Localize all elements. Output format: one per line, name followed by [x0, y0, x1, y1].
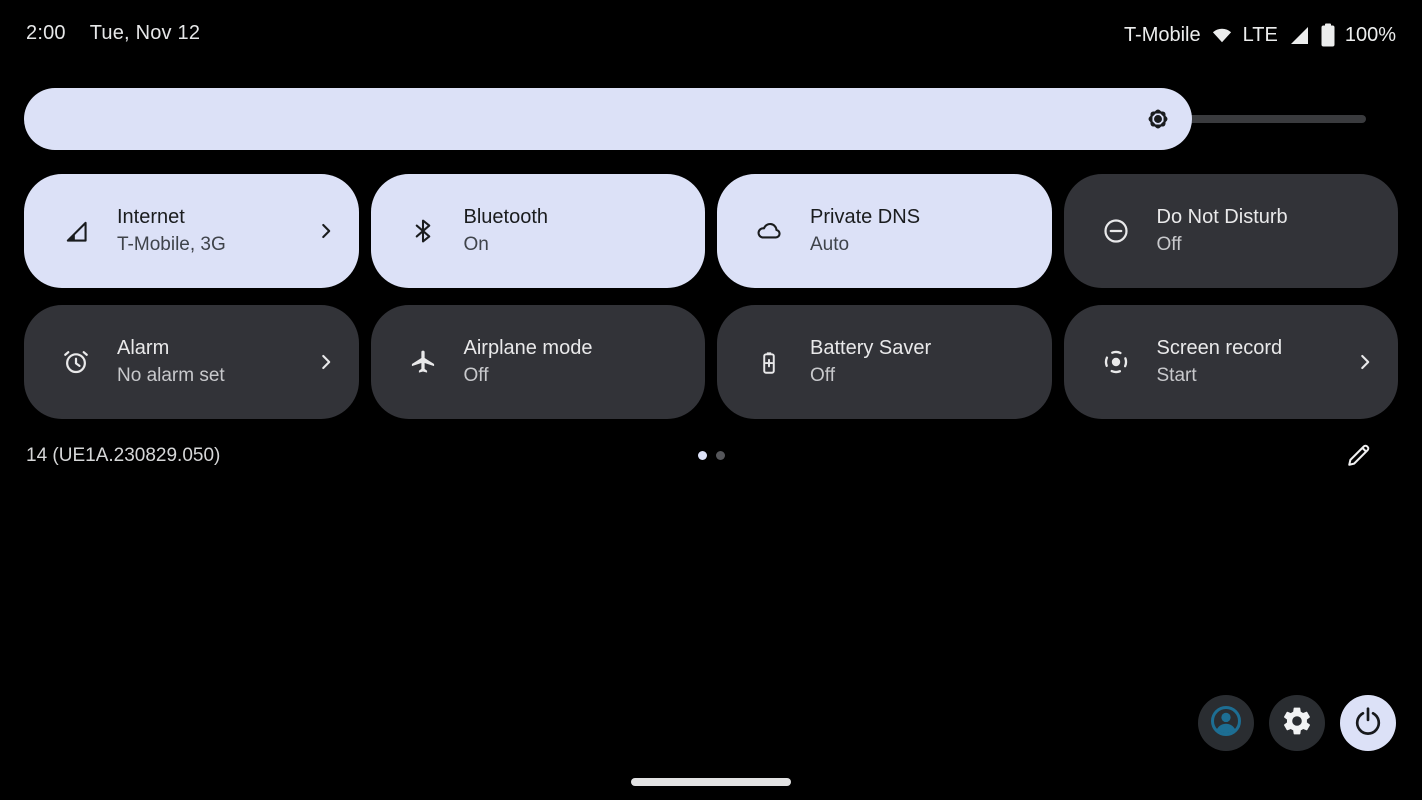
tile-battery-saver[interactable]: Battery Saver Off: [717, 305, 1052, 419]
footer-action-buttons: [1198, 695, 1396, 751]
cellular-signal-icon: [1287, 23, 1311, 47]
tile-alarm[interactable]: Alarm No alarm set: [24, 305, 359, 419]
screen-record-icon: [1102, 348, 1130, 376]
airplane-icon: [409, 348, 437, 376]
tile-title: Battery Saver: [810, 337, 932, 359]
tile-subtitle: T-Mobile, 3G: [117, 234, 226, 255]
tile-bluetooth[interactable]: Bluetooth On: [370, 174, 705, 288]
chevron-right-icon: [315, 220, 337, 242]
brightness-fill[interactable]: [24, 88, 1192, 150]
tile-title: Airplane mode: [463, 337, 593, 359]
tile-airplane-mode[interactable]: Airplane mode Off: [370, 305, 705, 419]
pencil-icon: [1344, 444, 1374, 474]
tile-subtitle: Auto: [810, 234, 850, 255]
tile-title: Bluetooth: [463, 206, 549, 228]
battery-saver-icon: [755, 348, 783, 376]
tile-private-dns[interactable]: Private DNS Auto: [717, 174, 1052, 288]
user-avatar-icon: [1208, 703, 1244, 744]
gear-icon: [1281, 705, 1313, 742]
user-switcher-button[interactable]: [1198, 695, 1254, 751]
tile-subtitle: Off: [810, 365, 835, 386]
tile-do-not-disturb[interactable]: Do Not Disturb Off: [1063, 174, 1398, 288]
home-pill[interactable]: [631, 778, 791, 786]
tile-subtitle: No alarm set: [117, 365, 225, 386]
edit-tiles-button[interactable]: [1344, 440, 1374, 470]
page-indicator: [0, 451, 1422, 460]
chevron-right-icon: [315, 351, 337, 373]
settings-button[interactable]: [1269, 695, 1325, 751]
tile-internet[interactable]: Internet T-Mobile, 3G: [24, 174, 359, 288]
signal-icon: [62, 217, 90, 245]
battery-percent-label: 100%: [1344, 23, 1396, 46]
network-type-label: LTE: [1242, 23, 1278, 46]
tile-title: Alarm: [117, 337, 170, 359]
build-number-label: 14 (UE1A.230829.050): [26, 445, 221, 466]
date: Tue, Nov 12: [89, 22, 201, 44]
wifi-icon: [1210, 23, 1234, 47]
page-dot-active: [697, 451, 707, 460]
tile-subtitle: Off: [463, 365, 489, 386]
tile-title: Screen record: [1156, 337, 1283, 359]
battery-icon: [1320, 22, 1336, 48]
power-icon: [1352, 705, 1384, 742]
status-bar: 2:00 Tue, Nov 12 T-Mobile LTE 100%: [0, 0, 1422, 72]
alarm-icon: [62, 348, 90, 376]
power-button[interactable]: [1340, 695, 1396, 751]
tile-title: Internet: [117, 206, 185, 228]
tile-title: Private DNS: [810, 206, 921, 228]
brightness-slider[interactable]: [24, 88, 1366, 150]
carrier-label: T-Mobile: [1123, 23, 1201, 46]
chevron-right-icon: [1354, 351, 1376, 373]
page-dot-inactive: [715, 451, 725, 460]
brightness-icon: [1144, 105, 1172, 133]
tile-subtitle: On: [463, 234, 489, 255]
tile-subtitle: Off: [1156, 234, 1182, 255]
bluetooth-icon: [409, 217, 437, 245]
quick-settings-tiles: Internet T-Mobile, 3G Bluetooth On Priva…: [24, 174, 1398, 419]
clock: 2:00: [26, 22, 66, 44]
tile-subtitle: Start: [1156, 365, 1197, 386]
cloud-icon: [755, 217, 783, 245]
dnd-icon: [1102, 217, 1130, 245]
tile-title: Do Not Disturb: [1156, 206, 1288, 228]
tile-screen-record[interactable]: Screen record Start: [1063, 305, 1398, 419]
